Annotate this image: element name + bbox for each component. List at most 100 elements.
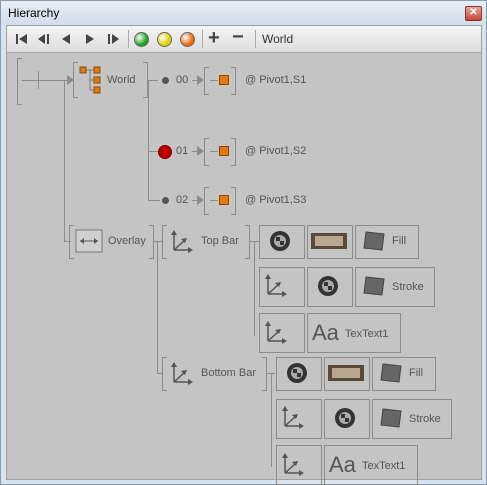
- prev-icon[interactable]: [57, 30, 75, 48]
- node-bracket: [204, 67, 209, 95]
- close-button[interactable]: ✕: [465, 6, 482, 21]
- remove-button[interactable]: −: [232, 26, 244, 48]
- root-bracket: [17, 58, 22, 105]
- texture-node[interactable]: [259, 225, 305, 259]
- tree-line: [148, 200, 160, 201]
- pivot-name[interactable]: @ Pivot1,S3: [245, 194, 307, 206]
- toolbar-separator: [255, 30, 256, 48]
- bottom-bar-node-label[interactable]: Bottom Bar: [201, 367, 257, 379]
- stroke-node[interactable]: [372, 399, 452, 439]
- texture-node[interactable]: [276, 357, 322, 391]
- tree-line: [64, 241, 71, 242]
- stroke-label: Stroke: [392, 281, 424, 293]
- expand-arrow-icon[interactable]: [197, 75, 204, 85]
- node-bracket: [231, 138, 236, 166]
- expand-arrow-icon[interactable]: [197, 195, 204, 205]
- image-node[interactable]: [324, 357, 370, 391]
- expand-arrow-icon[interactable]: [67, 75, 74, 85]
- tree-line: [148, 80, 158, 81]
- image-node[interactable]: [307, 225, 353, 259]
- transform-axes-icon: [265, 274, 287, 297]
- toolbar-separator: [128, 30, 129, 48]
- checker-texture-icon: [318, 276, 338, 296]
- world-node-label[interactable]: World: [107, 74, 136, 86]
- tree-line: [271, 373, 272, 467]
- tree-line: [148, 151, 160, 152]
- top-bar-node-label[interactable]: Top Bar: [201, 235, 239, 247]
- fill-node[interactable]: [355, 225, 419, 259]
- overlay-node-label[interactable]: Overlay: [108, 235, 146, 247]
- tree-line: [148, 80, 149, 200]
- overlay-icon: [75, 229, 103, 253]
- pivot-index: 02: [176, 194, 189, 206]
- tree-line: [210, 151, 218, 152]
- tree-line: [154, 241, 162, 242]
- node-bracket: [69, 225, 74, 259]
- transform-axes-icon: [171, 362, 193, 385]
- tree-line: [38, 71, 39, 89]
- pivot-name[interactable]: @ Pivot1,S1: [245, 74, 307, 86]
- transform-axes-icon: [282, 406, 304, 429]
- node-bracket: [204, 187, 209, 215]
- texture-node[interactable]: [307, 267, 353, 307]
- image-thumbnail-icon: [311, 233, 347, 249]
- tree-line: [210, 200, 218, 201]
- prev-step-icon[interactable]: [35, 30, 53, 48]
- text-node[interactable]: [307, 313, 401, 353]
- yellow-status-button[interactable]: [157, 32, 172, 47]
- stroke-node[interactable]: [355, 267, 435, 307]
- selected-status-dot-icon: [158, 145, 172, 159]
- tree-line: [22, 80, 67, 81]
- status-dot-icon: [162, 77, 169, 84]
- node-bracket: [245, 225, 250, 259]
- texture-node[interactable]: [324, 399, 370, 439]
- transform-axes-icon: [171, 230, 193, 253]
- expand-arrow-icon[interactable]: [197, 146, 204, 156]
- tree-line: [192, 80, 200, 81]
- stroke-material-icon: [380, 408, 402, 428]
- checker-texture-icon: [287, 363, 307, 383]
- fill-label: Fill: [409, 367, 424, 379]
- toolbar: + − World: [7, 26, 481, 53]
- tree-line: [64, 80, 65, 241]
- green-status-button[interactable]: [134, 32, 149, 47]
- toolbar-separator: [202, 30, 203, 48]
- hierarchy-tree-icon: [79, 66, 101, 94]
- tree-line: [157, 241, 158, 373]
- transform-node[interactable]: [259, 267, 305, 307]
- fill-node[interactable]: [372, 357, 436, 391]
- next-step-icon[interactable]: [104, 30, 122, 48]
- pivot-index: 00: [176, 74, 189, 86]
- node-bracket: [262, 357, 267, 391]
- status-dot-icon: [162, 197, 169, 204]
- pivot-node-icon: [219, 75, 229, 85]
- pivot-node-icon: [219, 146, 229, 156]
- hierarchy-tree: World 00 @ Pivot1,S1 01: [7, 53, 481, 485]
- stroke-label: Stroke: [409, 413, 441, 425]
- orange-status-button[interactable]: [180, 32, 195, 47]
- add-button[interactable]: +: [208, 27, 220, 49]
- tree-line: [250, 241, 260, 242]
- tree-line: [192, 200, 200, 201]
- play-icon[interactable]: [81, 30, 99, 48]
- first-icon[interactable]: [13, 30, 31, 48]
- text-glyph-icon: Aa: [312, 320, 339, 345]
- node-bracket: [149, 225, 154, 259]
- pivot-name[interactable]: @ Pivot1,S2: [245, 145, 307, 157]
- stroke-material-icon: [363, 276, 385, 296]
- breadcrumb[interactable]: World: [262, 32, 294, 46]
- transform-node[interactable]: [259, 313, 305, 353]
- node-bracket: [162, 225, 167, 259]
- fill-label: Fill: [392, 235, 407, 247]
- transform-axes-icon: [282, 453, 304, 476]
- transform-axes-icon: [265, 321, 287, 344]
- node-bracket: [204, 138, 209, 166]
- pivot-index: 01: [176, 145, 189, 157]
- transform-node[interactable]: [276, 399, 322, 439]
- node-bracket: [73, 62, 78, 98]
- pivot-node-icon: [219, 195, 229, 205]
- tree-line: [157, 373, 163, 374]
- tree-line: [210, 80, 218, 81]
- fill-material-icon: [380, 363, 402, 383]
